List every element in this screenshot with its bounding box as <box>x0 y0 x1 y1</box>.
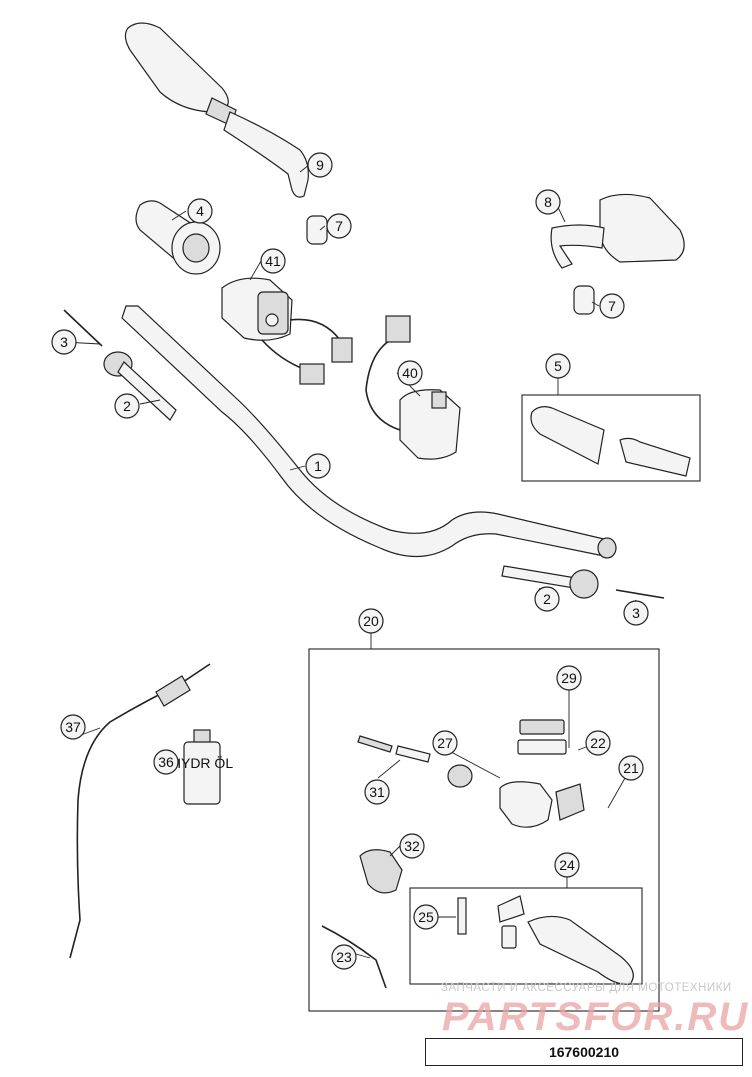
handlebar[interactable] <box>121 305 609 558</box>
grips-kit-box <box>521 394 701 482</box>
svg-text:22: 22 <box>590 735 606 751</box>
svg-text:8: 8 <box>544 194 552 210</box>
watermark-tagline: ЗАПЧАСТИ И АКСЕССУАРЫ ДЛЯ МОТОТЕХНИКИ <box>441 982 732 994</box>
dust-boot[interactable] <box>447 764 473 788</box>
callout-7b: 7 <box>599 293 625 319</box>
callout-3a: 3 <box>51 329 77 355</box>
callout-21: 21 <box>618 755 644 781</box>
mirror-right[interactable] <box>550 193 685 269</box>
svg-text:36: 36 <box>158 754 174 770</box>
callout-2a: 2 <box>114 393 140 419</box>
svg-text:7: 7 <box>335 218 343 234</box>
callout-25: 25 <box>413 904 439 930</box>
svg-text:41: 41 <box>265 253 281 269</box>
bar-end-plug-top[interactable] <box>306 215 328 245</box>
callout-9: 9 <box>307 152 333 178</box>
spring[interactable] <box>357 735 393 753</box>
bolt-left[interactable] <box>63 309 103 347</box>
bolt-right[interactable] <box>615 589 665 599</box>
svg-text:25: 25 <box>418 909 434 925</box>
svg-text:21: 21 <box>623 760 639 776</box>
svg-text:24: 24 <box>559 857 575 873</box>
clutch-line[interactable] <box>69 663 211 959</box>
svg-text:9: 9 <box>316 157 324 173</box>
svg-text:3: 3 <box>632 605 640 621</box>
callout-24: 24 <box>554 852 580 878</box>
clutch-master-cylinder-box <box>308 648 660 1012</box>
callout-20: 20 <box>358 608 384 634</box>
callout-29: 29 <box>556 665 582 691</box>
svg-text:1: 1 <box>314 458 322 474</box>
svg-text:7: 7 <box>608 298 616 314</box>
callout-1: 1 <box>305 453 331 479</box>
svg-text:27: 27 <box>437 735 453 751</box>
handlebar-end <box>597 537 617 559</box>
svg-text:5: 5 <box>554 358 562 374</box>
callout-41: 41 <box>260 248 286 274</box>
callout-7a: 7 <box>326 213 352 239</box>
clutch-lever[interactable] <box>527 915 634 985</box>
grip-kit-left[interactable] <box>530 406 605 465</box>
clamp[interactable] <box>359 849 403 894</box>
reservoir-lid[interactable] <box>519 719 565 735</box>
callout-3b: 3 <box>623 600 649 626</box>
piston[interactable] <box>395 745 431 763</box>
drawing-number-box: 167600210 <box>425 1038 743 1066</box>
svg-text:32: 32 <box>404 838 420 854</box>
callout-5: 5 <box>545 353 571 379</box>
mirror-left[interactable] <box>124 22 309 198</box>
hydraulic-oil-bottle[interactable]: HYDR ÖL <box>171 729 233 805</box>
lever-pivot[interactable] <box>497 895 525 923</box>
callout-31: 31 <box>364 779 390 805</box>
callout-27: 27 <box>432 730 458 756</box>
callout-37: 37 <box>60 714 86 740</box>
callout-23: 23 <box>331 944 357 970</box>
bar-end-weight-left[interactable] <box>103 351 177 421</box>
callout-4: 4 <box>187 198 213 224</box>
svg-text:40: 40 <box>402 365 418 381</box>
svg-text:37: 37 <box>65 719 81 735</box>
svg-text:4: 4 <box>196 203 204 219</box>
svg-text:2: 2 <box>123 398 131 414</box>
drawing-number: 167600210 <box>548 1044 620 1060</box>
svg-text:29: 29 <box>561 670 577 686</box>
callout-2b: 2 <box>534 586 560 612</box>
lever-bushing[interactable] <box>501 925 517 949</box>
svg-text:2: 2 <box>543 591 551 607</box>
switch-assembly-left[interactable] <box>221 277 353 385</box>
callout-22: 22 <box>585 730 611 756</box>
svg-text:HYDR ÖL: HYDR ÖL <box>171 754 233 771</box>
master-cylinder[interactable] <box>499 781 585 828</box>
callout-40: 40 <box>397 360 423 386</box>
svg-text:20: 20 <box>363 613 379 629</box>
grip-kit-right[interactable] <box>619 437 691 477</box>
bar-end-weight-right[interactable] <box>501 565 599 599</box>
callout-32: 32 <box>399 833 425 859</box>
switch-assembly-right[interactable] <box>365 315 461 460</box>
svg-text:23: 23 <box>336 949 352 965</box>
lever-bolt[interactable] <box>457 897 467 935</box>
clutch-lever-box <box>409 887 643 985</box>
watermark-logo: PARTSFOR.RU <box>442 995 750 1039</box>
grip-left[interactable] <box>135 200 221 275</box>
sensor-cable[interactable] <box>321 925 387 989</box>
callout-36: 36 <box>153 749 179 775</box>
svg-text:3: 3 <box>60 334 68 350</box>
reservoir-gasket[interactable] <box>517 739 567 755</box>
svg-text:31: 31 <box>369 784 385 800</box>
callout-8: 8 <box>535 189 561 215</box>
bar-end-plug-right[interactable] <box>573 285 595 315</box>
